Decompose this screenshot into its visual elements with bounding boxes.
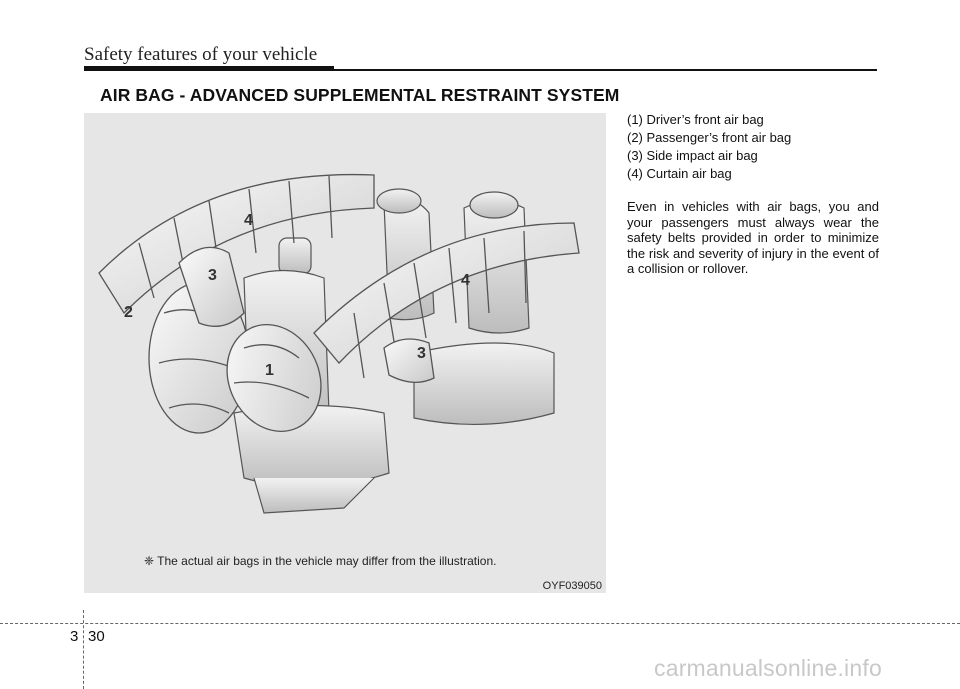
callout-curtain-rear: 4	[461, 272, 470, 289]
legend-item: (2) Passenger’s front air bag	[627, 130, 792, 145]
legend-item: (1) Driver’s front air bag	[627, 112, 764, 127]
footer-divider	[0, 623, 960, 624]
callout-passenger-front: 2	[124, 304, 133, 321]
callout-side-rear: 3	[417, 345, 426, 362]
chapter-number: 3	[70, 628, 79, 645]
page-number: 30	[88, 628, 105, 645]
safety-belt-paragraph: Even in vehicles with air bags, you and …	[627, 199, 879, 276]
legend-item: (4) Curtain air bag	[627, 166, 732, 181]
callout-driver-front: 1	[265, 362, 274, 379]
section-title: AIR BAG - ADVANCED SUPPLEMENTAL RESTRAIN…	[100, 85, 620, 105]
legend-item: (3) Side impact air bag	[627, 148, 758, 163]
airbag-legend: (1) Driver’s front air bag (2) Passenger…	[627, 111, 791, 183]
figure-code: OYF039050	[542, 580, 602, 592]
watermark: carmanualsonline.info	[654, 655, 882, 681]
side-airbag-front	[178, 246, 245, 327]
callout-side-front: 3	[208, 267, 217, 284]
airbag-illustration: 1 2 3 3 4 4 ❈ The actual air bags in the…	[84, 113, 606, 593]
airbag-drawing: 1 2 3 3 4 4	[98, 173, 580, 514]
driver-front-airbag	[226, 323, 322, 433]
callout-curtain-front: 4	[244, 212, 253, 229]
figure-note: ❈ The actual air bags in the vehicle may…	[144, 554, 497, 568]
footer-vertical-divider	[83, 610, 84, 689]
curtain-airbag-rear	[313, 222, 580, 379]
side-airbag-rear	[383, 338, 435, 383]
header-rule-thin	[334, 69, 877, 71]
running-header-title: Safety features of your vehicle	[84, 44, 318, 65]
header-rule-thick	[84, 66, 334, 71]
